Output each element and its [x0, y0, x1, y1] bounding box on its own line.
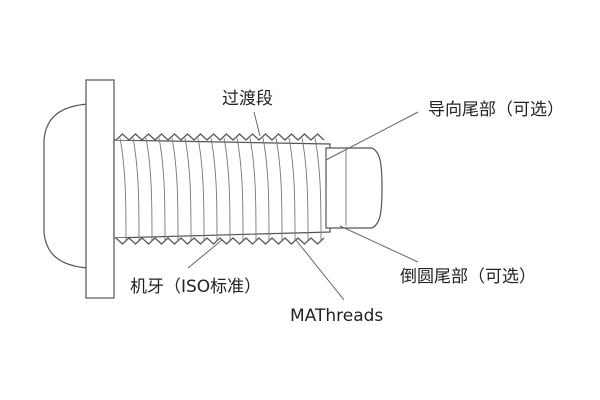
label-mathreads: MAThreads — [290, 306, 383, 326]
thread-body-outline — [113, 139, 331, 239]
thread-helix-line — [119, 137, 127, 241]
thread-helix-line — [262, 137, 270, 241]
thread-helix-lines — [119, 137, 322, 241]
thread-helix-line — [301, 137, 309, 241]
leader-transition — [253, 111, 261, 137]
thread-helix-line — [197, 137, 205, 241]
label-guide-tail: 导向尾部（可选） — [428, 100, 564, 120]
thread-helix-line — [314, 137, 322, 241]
thread-helix-line — [210, 137, 218, 241]
thread-helix-line — [249, 137, 257, 241]
thread-helix-line — [288, 137, 296, 241]
leader-guide-tail — [325, 111, 419, 161]
thread-helix-line — [158, 137, 166, 241]
leader-mathreads — [295, 239, 345, 301]
thread-helix-line — [171, 137, 179, 241]
thread-helix-line — [132, 137, 140, 241]
thread-helix-line — [236, 137, 244, 241]
thread-crest-bottom — [115, 237, 325, 245]
thread-helix-line — [145, 137, 153, 241]
thread-crest-top — [115, 133, 325, 141]
label-chamfer-tail: 倒圆尾部（可选） — [400, 267, 536, 287]
thread-helix-line — [275, 137, 283, 241]
guide-tail — [325, 147, 383, 229]
label-transition: 过渡段 — [222, 89, 273, 109]
leader-chamfer-tail — [339, 225, 419, 263]
label-machine-thread: 机牙（ISO标准） — [130, 277, 261, 297]
leader-machine-thread — [187, 239, 223, 269]
thread-helix-line — [184, 137, 192, 241]
screw-flange — [85, 79, 115, 299]
screw-head-cap — [43, 103, 89, 269]
thread-helix-line — [223, 137, 231, 241]
